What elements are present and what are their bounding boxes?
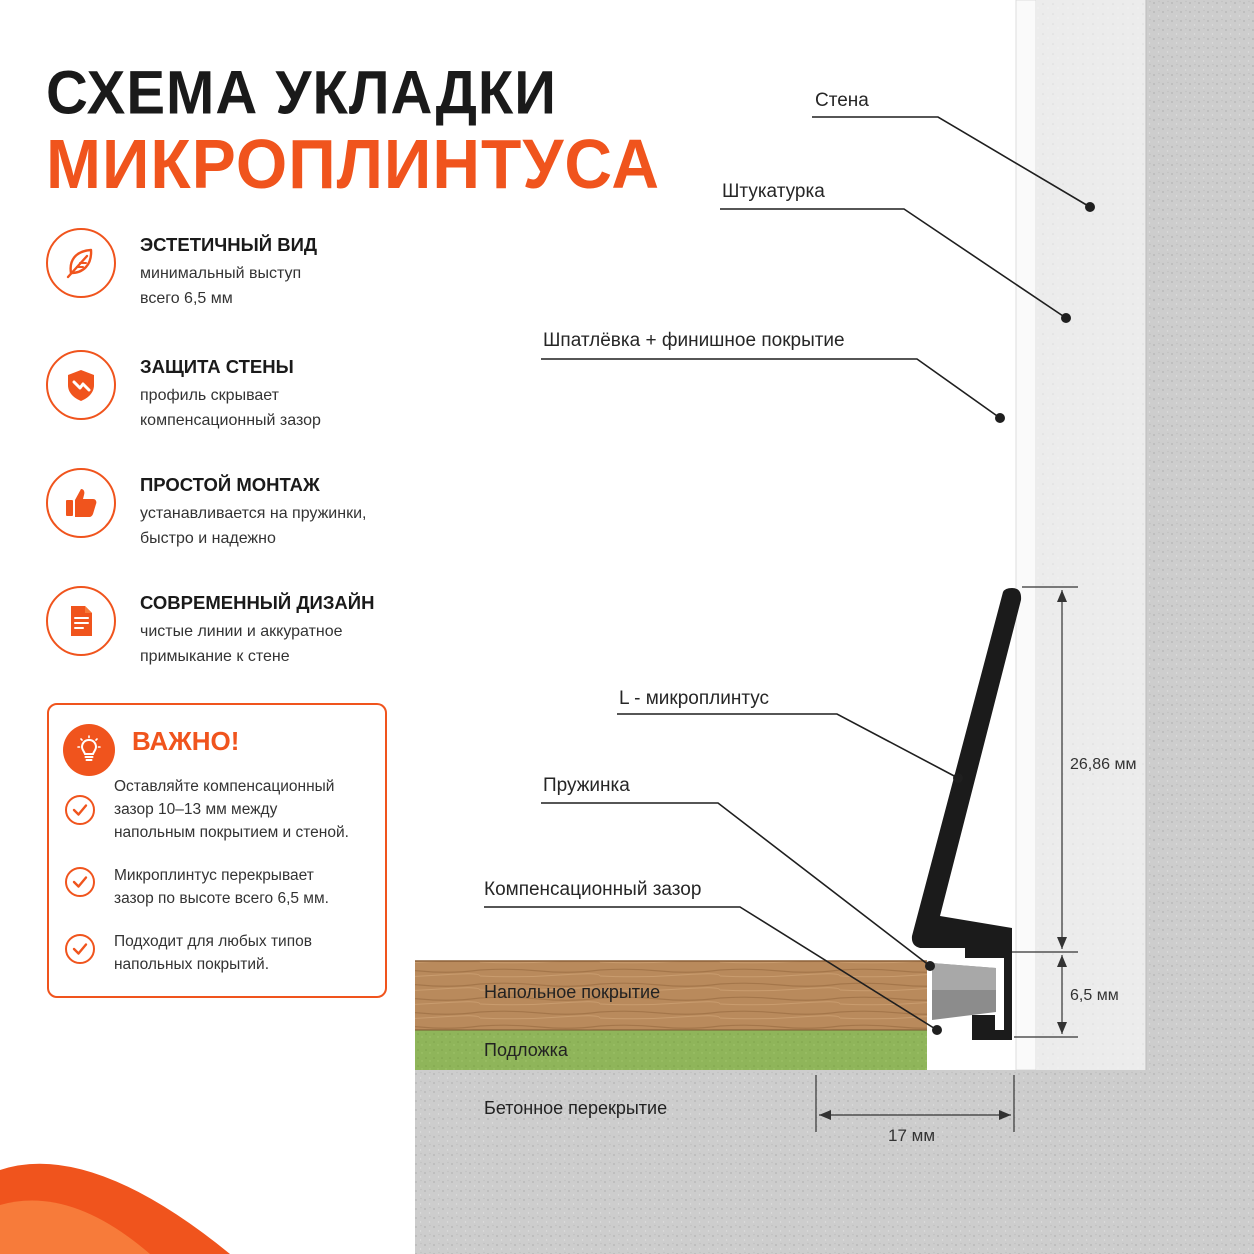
important-title: ВАЖНО!: [132, 726, 240, 756]
floor-label: Напольное покрытие: [484, 982, 661, 1002]
putty-layer: [1015, 0, 1037, 1071]
wall-label: Стена: [815, 90, 869, 111]
feature-title: ЭСТЕТИЧНЫЙ ВИД: [140, 234, 318, 255]
thumbs-up-icon: [46, 468, 116, 538]
plaster-label: Штукатурка: [722, 181, 825, 202]
feature-title: СОВРЕМЕННЫЙ ДИЗАЙН: [140, 592, 375, 613]
l-profile: [911, 588, 1022, 1040]
plinth-label: L - микроплинтус: [619, 688, 770, 709]
shield-icon: [46, 350, 116, 420]
spring-label: Пружинка: [543, 775, 630, 796]
checkmark-icon: [65, 867, 95, 897]
lightbulb-icon: [63, 724, 115, 776]
feature-title: ПРОСТОЙ МОНТАЖ: [140, 474, 320, 495]
gap-label: Компенсационный зазор: [484, 879, 702, 900]
wall-layer: [1146, 0, 1254, 1254]
concrete-label: Бетонное перекрытие: [484, 1098, 668, 1118]
height-dimension: 26,86 мм: [1070, 756, 1137, 773]
document-icon: [46, 586, 116, 656]
underlay-label: Подложка: [484, 1040, 568, 1060]
protrusion-dimension: 6,5 мм: [1070, 987, 1119, 1004]
checkmark-icon: [65, 934, 95, 964]
title-line-1: СХЕМА УКЛАДКИ: [46, 59, 557, 128]
checkmark-icon: [65, 795, 95, 825]
feature-installation: ПРОСТОЙ МОНТАЖ устанавливается на пружин…: [46, 468, 406, 548]
floor-layer: [415, 961, 927, 1030]
feature-design: СОВРЕМЕННЫЙ ДИЗАЙН чистые линии и аккура…: [46, 586, 406, 666]
concrete-layer: [415, 1070, 1254, 1254]
leaf-icon: [46, 228, 116, 298]
feature-title: ЗАЩИТА СТЕНЫ: [140, 356, 294, 377]
important-box: [47, 703, 387, 998]
putty-label: Шпатлёвка + финишное покрытие: [543, 330, 845, 351]
plaster-layer: [1036, 0, 1146, 1070]
title-line-2: МИКРОПЛИНТУСА: [46, 125, 661, 203]
underlay-layer: [415, 1030, 927, 1070]
feature-description: устанавливается на пружинки,быстро и над…: [140, 505, 367, 547]
width-dimension: 17 мм: [888, 1126, 936, 1145]
